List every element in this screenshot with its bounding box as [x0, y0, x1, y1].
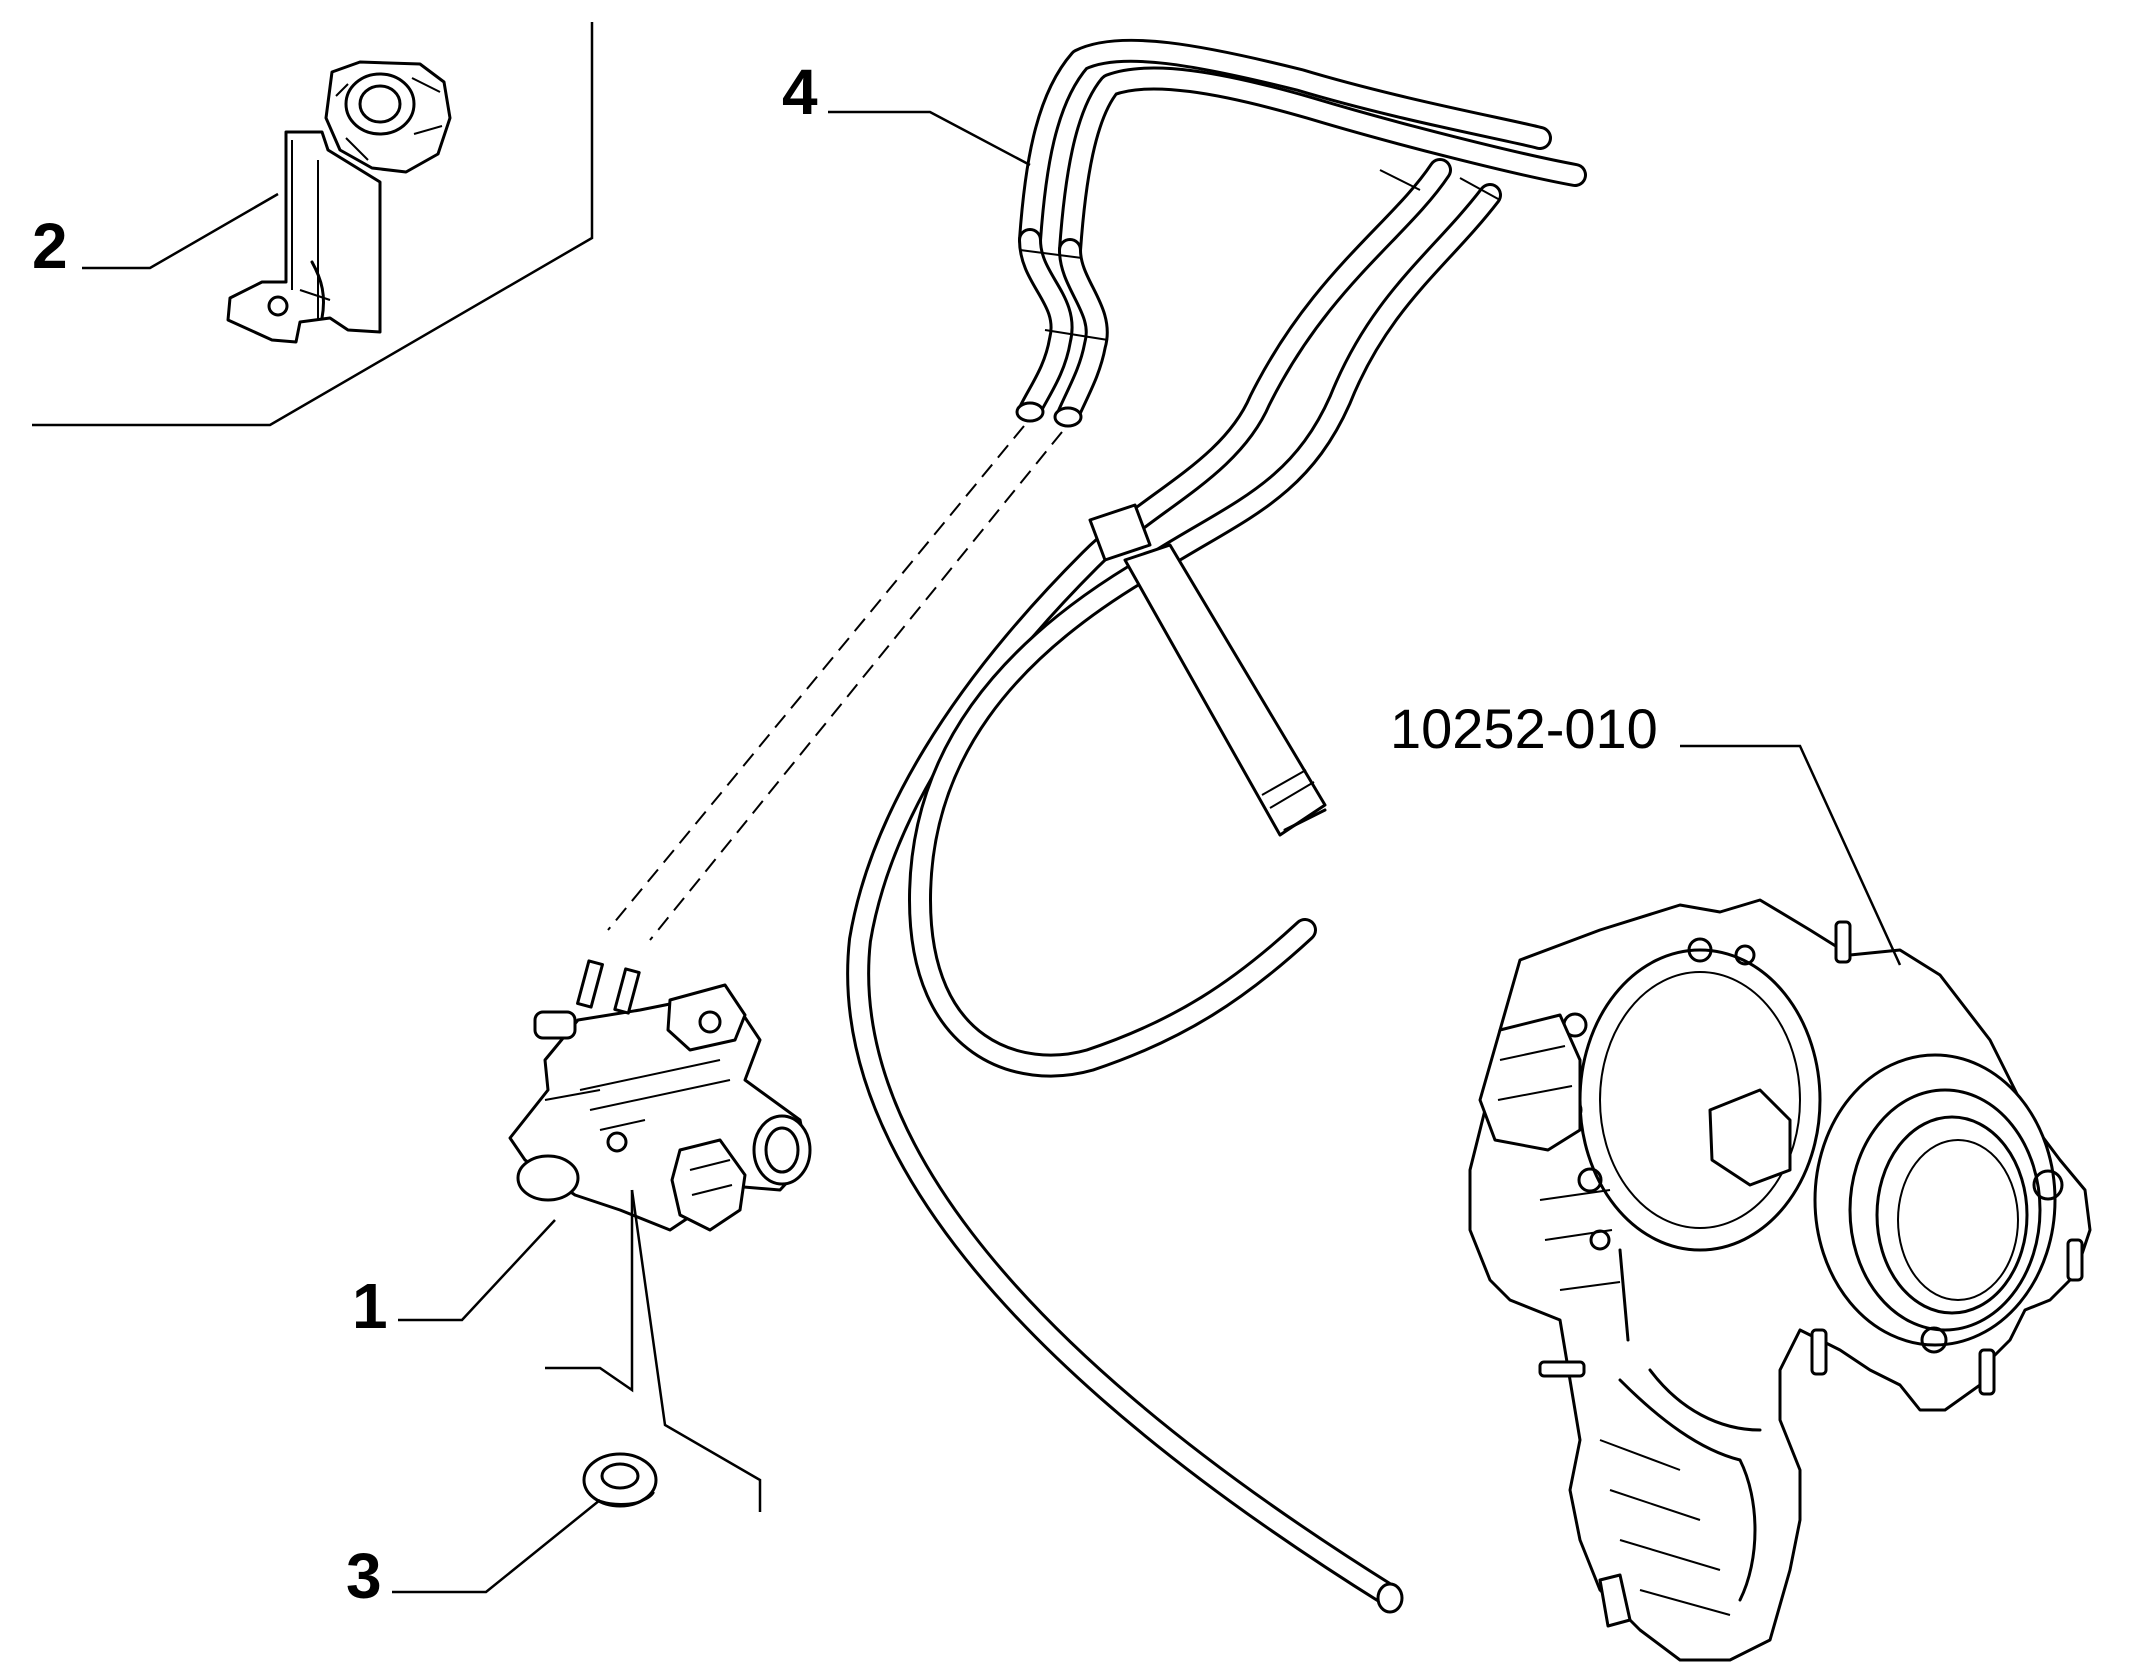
callout-4: 4 — [782, 56, 818, 128]
part-4-hose-assembly — [846, 38, 1587, 1614]
parts-1-3-reference-bracket — [545, 1189, 762, 1512]
reference-number: 10252-010 — [1390, 697, 1658, 760]
leader-3 — [392, 1499, 601, 1594]
leader-4 — [828, 110, 1031, 167]
leader-lines — [82, 110, 1902, 1594]
leader-2 — [82, 192, 279, 270]
part-2-bracket — [226, 60, 452, 344]
leader-1 — [398, 1219, 556, 1322]
callout-1: 1 — [352, 1270, 388, 1342]
turbocharger-reference-assembly — [1468, 898, 2092, 1662]
assembly-lines — [607, 425, 1063, 941]
leader-ref — [1680, 744, 1902, 966]
callout-2: 2 — [32, 210, 68, 282]
callout-3: 3 — [346, 1540, 382, 1612]
bracket-inset-frame — [32, 22, 594, 427]
part-3-grommet — [582, 1452, 658, 1508]
part-1-solenoid-valve — [508, 959, 812, 1232]
